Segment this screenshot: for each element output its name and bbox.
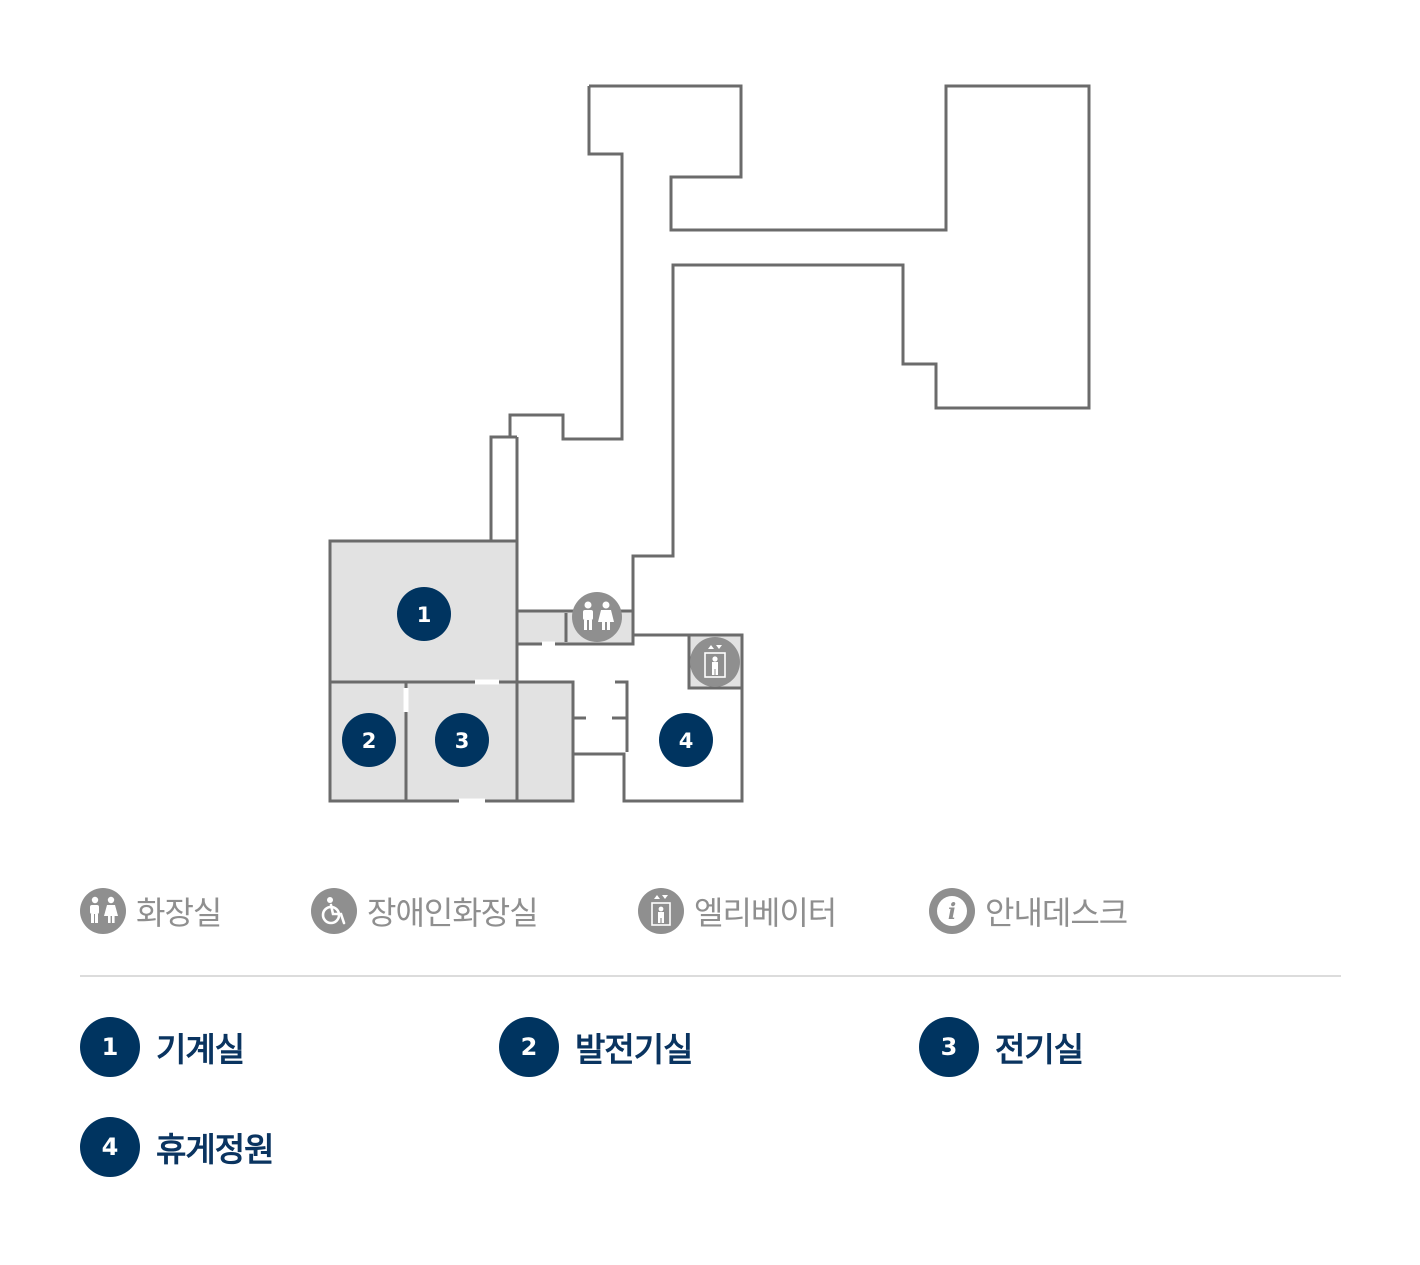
room-label: 전기실 — [995, 1030, 1084, 1069]
map-marker-3[interactable]: 3 — [435, 713, 489, 767]
svg-text:3: 3 — [455, 729, 470, 753]
floor-plan-map: 1 2 3 4 — [328, 84, 1091, 804]
room-label: 발전기실 — [575, 1030, 693, 1069]
legend-label-accessible-restroom: 장애인화장실 — [367, 894, 539, 932]
legend-divider — [80, 975, 1341, 977]
amenity-legend: 화장실 장애인화장실 엘리베이터 — [80, 888, 1340, 934]
svg-text:4: 4 — [679, 729, 694, 753]
svg-text:2: 2 — [362, 729, 377, 753]
accessible-restroom-icon — [311, 888, 357, 934]
legend-item-info-desk: i 안내데스크 — [929, 888, 1128, 934]
elevator-icon[interactable] — [690, 637, 740, 687]
legend-item-elevator: 엘리베이터 — [638, 888, 837, 934]
legend-label-restroom: 화장실 — [136, 894, 222, 932]
restroom-icon — [80, 888, 126, 934]
svg-text:1: 1 — [417, 603, 432, 627]
wall-lounge — [573, 633, 744, 803]
restroom-icon[interactable] — [572, 592, 622, 642]
elevator-icon — [638, 888, 684, 934]
info-desk-icon: i — [929, 888, 975, 934]
room-number-badge: 1 — [80, 1017, 140, 1077]
room-label: 기계실 — [156, 1030, 245, 1069]
room-number-badge: 3 — [919, 1017, 979, 1077]
room-legend-item-3: 3 전기실 — [919, 1017, 1084, 1077]
map-marker-1[interactable]: 1 — [397, 587, 451, 641]
room-number-badge: 2 — [499, 1017, 559, 1077]
map-marker-2[interactable]: 2 — [342, 713, 396, 767]
map-marker-4[interactable]: 4 — [659, 713, 713, 767]
room-label: 휴게정원 — [156, 1130, 274, 1169]
room-legend-item-4: 4 휴게정원 — [80, 1117, 274, 1177]
legend-item-accessible-restroom: 장애인화장실 — [311, 888, 539, 934]
legend-label-elevator: 엘리베이터 — [694, 894, 837, 932]
legend-item-restroom: 화장실 — [80, 888, 222, 934]
room-legend-item-1: 1 기계실 — [80, 1017, 245, 1077]
wall-top-center-wing — [589, 84, 1091, 610]
room-legend-item-2: 2 발전기실 — [499, 1017, 693, 1077]
wall-lounge-inner — [573, 680, 629, 752]
room-number-badge: 4 — [80, 1117, 140, 1177]
wall-left-corridor — [489, 86, 624, 541]
room-side-area — [515, 680, 575, 803]
svg-text:i: i — [948, 899, 956, 925]
legend-label-info-desk: 안내데스크 — [985, 894, 1128, 932]
